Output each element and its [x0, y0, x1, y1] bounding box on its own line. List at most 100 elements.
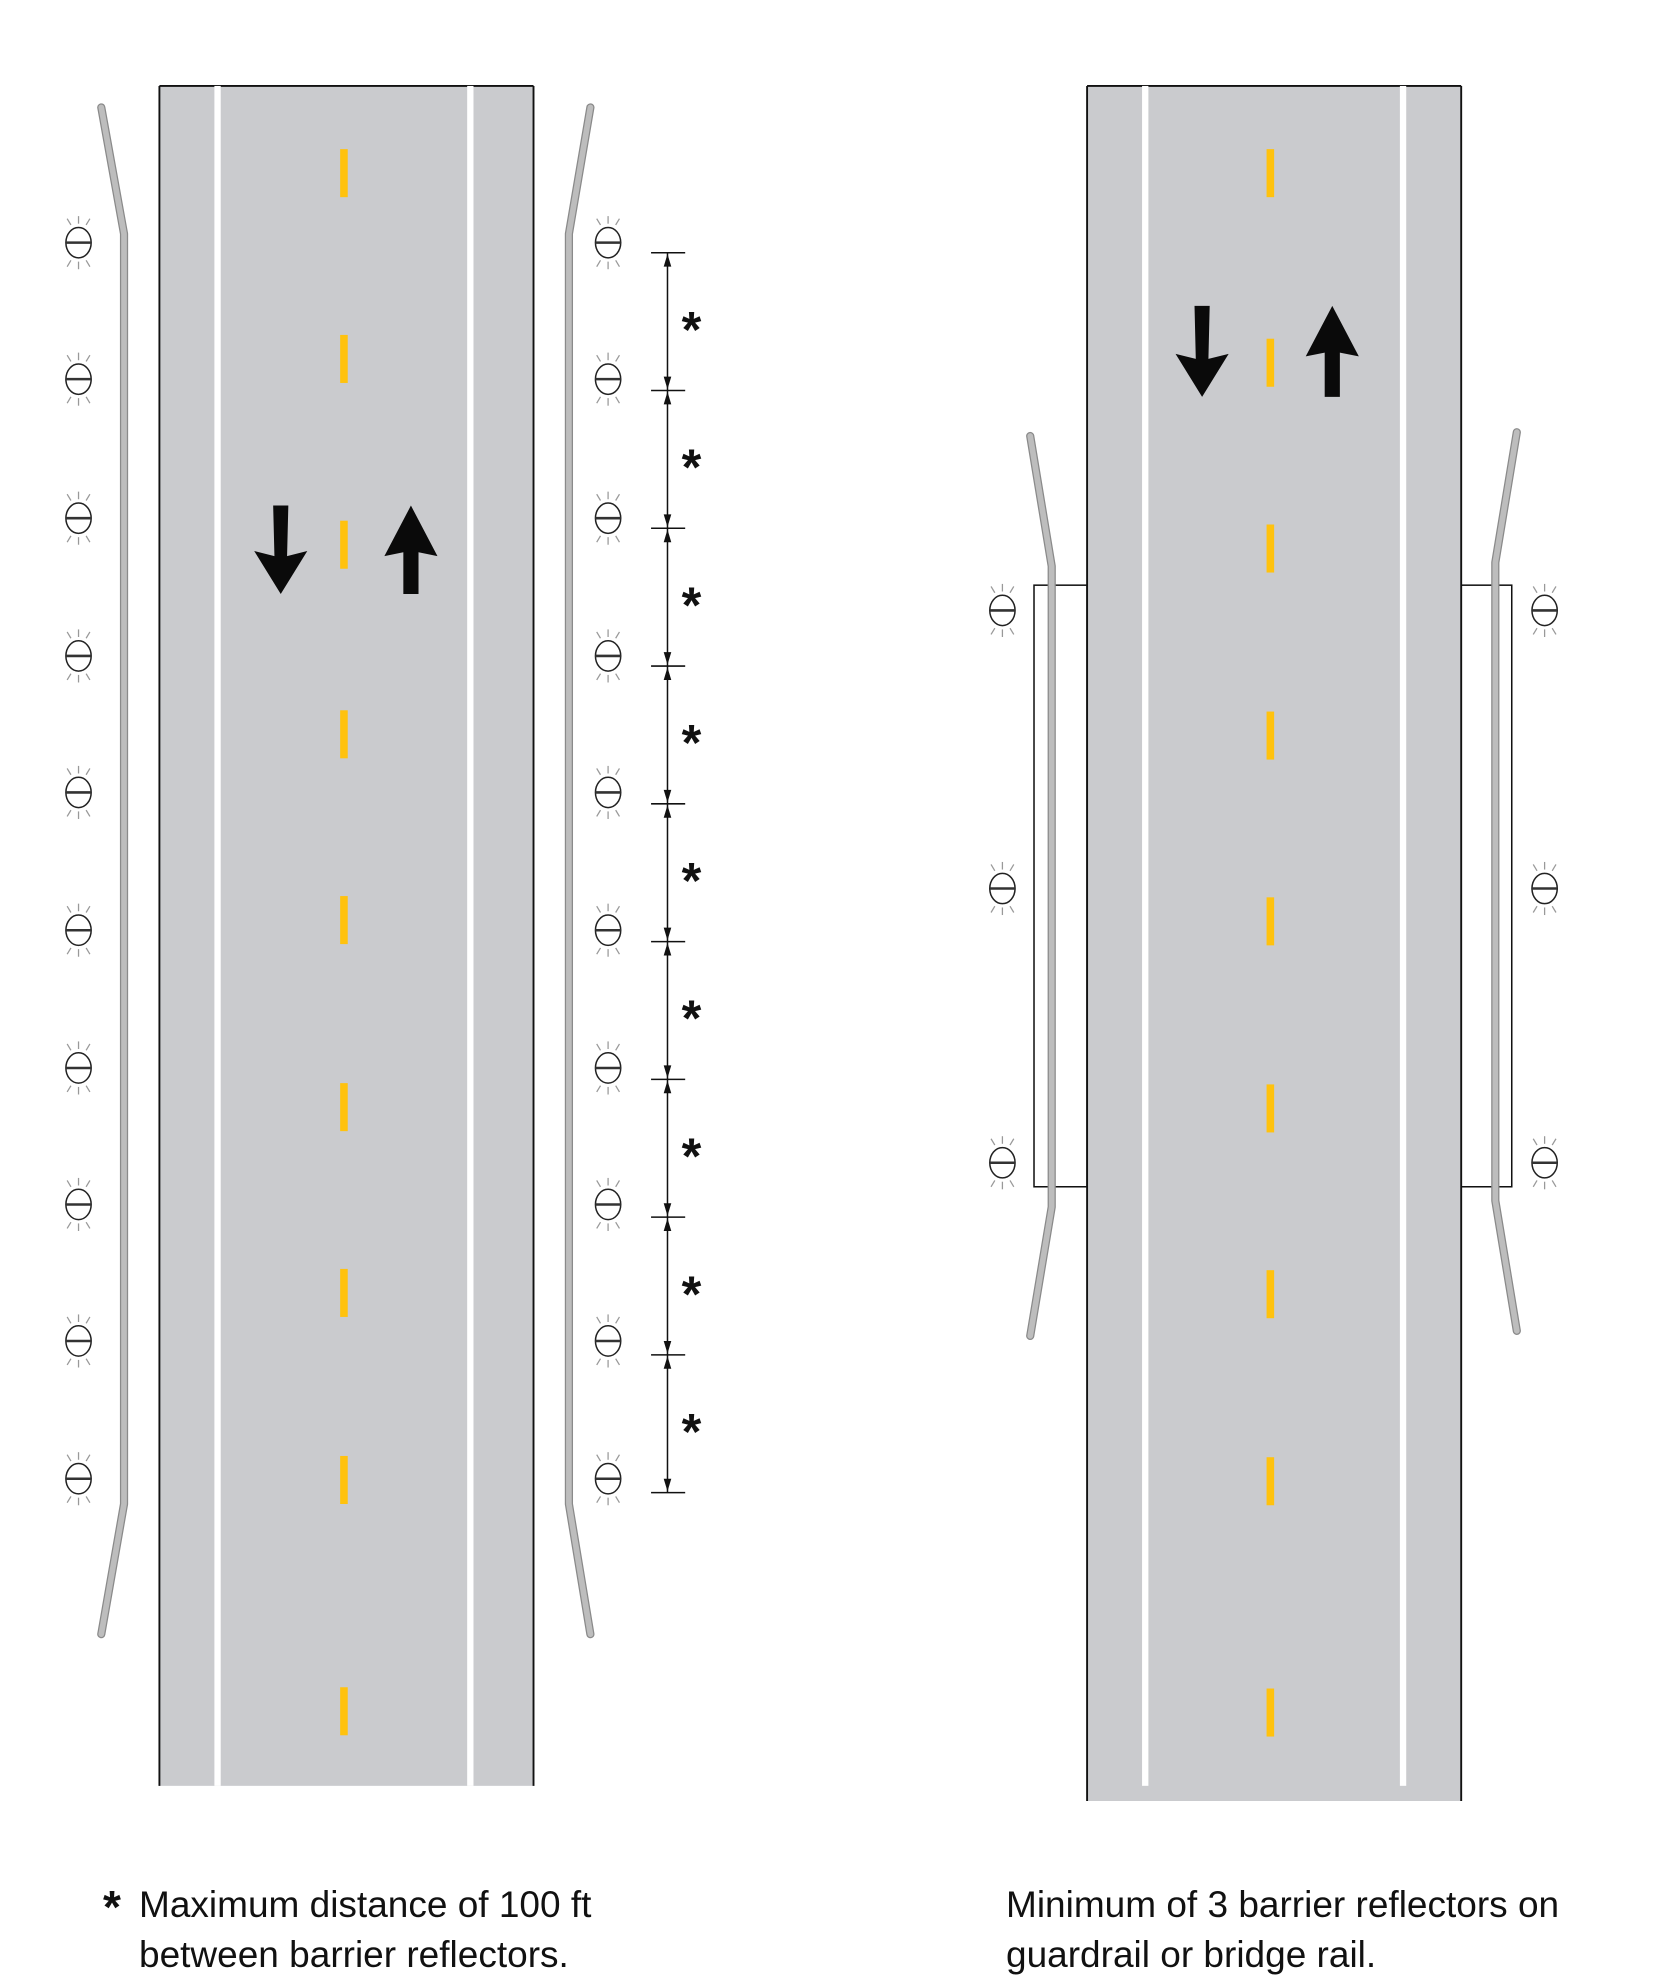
reflector-ray [66, 1358, 72, 1366]
dimension-arrowhead [663, 1478, 672, 1492]
reflector-ray [615, 673, 621, 681]
reflector-ray [66, 260, 72, 268]
reflector-ray [1551, 1180, 1557, 1188]
reflector-ray [596, 1454, 602, 1462]
barrier-reflector-icon [594, 491, 622, 545]
dimension-arrowhead [663, 652, 672, 665]
reflector-ray [596, 493, 602, 501]
reflector-ray [85, 1043, 91, 1051]
guardrail [566, 104, 594, 1638]
reflector-ray [66, 1454, 72, 1462]
reflector-ray [66, 396, 72, 404]
centerline-dash [340, 334, 348, 383]
centerline-dash [1266, 1084, 1275, 1133]
reflector-ray [1551, 1138, 1557, 1146]
barrier-reflector-icon [65, 1314, 92, 1368]
reflector-ray [85, 493, 91, 501]
reflector-ray [615, 1454, 621, 1462]
bridge-rail [1460, 584, 1513, 1188]
arrow-down-icon [254, 505, 308, 595]
centerline-dash [340, 149, 348, 198]
barrier-reflector-icon [65, 1177, 92, 1232]
barrier-reflector-icon [989, 861, 1016, 916]
reflector-ray [615, 535, 621, 543]
reflector-ray [66, 631, 72, 639]
centerline-dash [340, 896, 348, 945]
centerline-dash [340, 520, 348, 569]
reflector-ray [596, 1085, 602, 1093]
spacing-asterisk: * [682, 714, 702, 771]
barrier-reflector-icon [1531, 583, 1559, 637]
reflector-ray [1532, 1180, 1538, 1188]
reflector-ray [1551, 627, 1557, 635]
reflector-ray [85, 1085, 91, 1093]
reflector-ray [85, 354, 91, 362]
reflector-ray [85, 218, 91, 226]
spacing-asterisk: * [682, 1127, 702, 1184]
dimension-arrowhead [663, 789, 672, 803]
reflector-ray [1532, 586, 1538, 594]
spacing-asterisk: * [682, 1403, 702, 1460]
spacing-dimensions: ********* [651, 252, 702, 1494]
centerline-dash [340, 1083, 348, 1132]
asterisk-marker: * [103, 1881, 121, 1933]
dimension-arrowhead [663, 805, 672, 818]
centerline-dash [340, 1455, 348, 1504]
centerline-dash [1266, 1688, 1275, 1737]
reflector-ray [615, 631, 621, 639]
reflector-ray [1009, 1180, 1015, 1188]
centerline-dash [1266, 338, 1275, 387]
reflector-ray [66, 1180, 72, 1188]
reflector-ray [85, 1496, 91, 1504]
bridge-rail [1033, 584, 1088, 1188]
left-caption-line2: between barrier reflectors. [139, 1934, 569, 1975]
reflector-ray [596, 396, 602, 404]
reflector-ray [1009, 1138, 1015, 1146]
reflector-ray [66, 1043, 72, 1051]
centerline-dash [1266, 711, 1275, 760]
reflector-ray [66, 354, 72, 362]
reflector-ray [1551, 905, 1557, 913]
reflector-ray [596, 1358, 602, 1366]
reflector-ray [1009, 627, 1015, 635]
left-caption: * Maximum distance of 100 ft between bar… [103, 1880, 591, 1980]
reflector-ray [85, 1316, 91, 1324]
reflector-ray [596, 1496, 602, 1504]
reflector-ray [596, 768, 602, 776]
barrier-reflector-icon [594, 1314, 622, 1368]
edge-line [467, 85, 474, 1786]
reflector-ray [596, 1043, 602, 1051]
reflector-ray [596, 905, 602, 913]
reflector-ray [596, 218, 602, 226]
reflector-ray [85, 1454, 91, 1462]
reflector-ray [1532, 1138, 1538, 1146]
reflector-ray [596, 354, 602, 362]
guardrail-outline [564, 103, 595, 1639]
reflector-ray [66, 1085, 72, 1093]
arrow-up-icon [384, 505, 438, 595]
reflector-ray [990, 586, 996, 594]
reflector-ray [66, 905, 72, 913]
reflector-ray [66, 768, 72, 776]
reflector-ray [1532, 905, 1538, 913]
reflector-ray [615, 1496, 621, 1504]
barrier-reflector-icon [594, 1177, 622, 1232]
reflector-ray [596, 809, 602, 817]
edge-line [1142, 85, 1149, 1786]
barrier-reflector-icon [65, 1452, 92, 1506]
dimension-arrowhead [663, 927, 672, 941]
dimension-arrowhead [663, 529, 672, 543]
reflector-ray [1009, 586, 1015, 594]
centerline-dash [340, 1687, 348, 1736]
dimension-arrowhead [663, 942, 672, 956]
centerline-dash [340, 1268, 348, 1317]
dimension-arrowhead [663, 1203, 672, 1216]
dimension-arrowhead [663, 1065, 672, 1079]
reflector-ray [615, 1316, 621, 1324]
barrier-reflector-icon [65, 352, 92, 406]
reflector-ray [66, 1316, 72, 1324]
arrow-down-icon [1175, 305, 1229, 397]
reflector-ray [85, 768, 91, 776]
edge-line [1399, 85, 1407, 1786]
